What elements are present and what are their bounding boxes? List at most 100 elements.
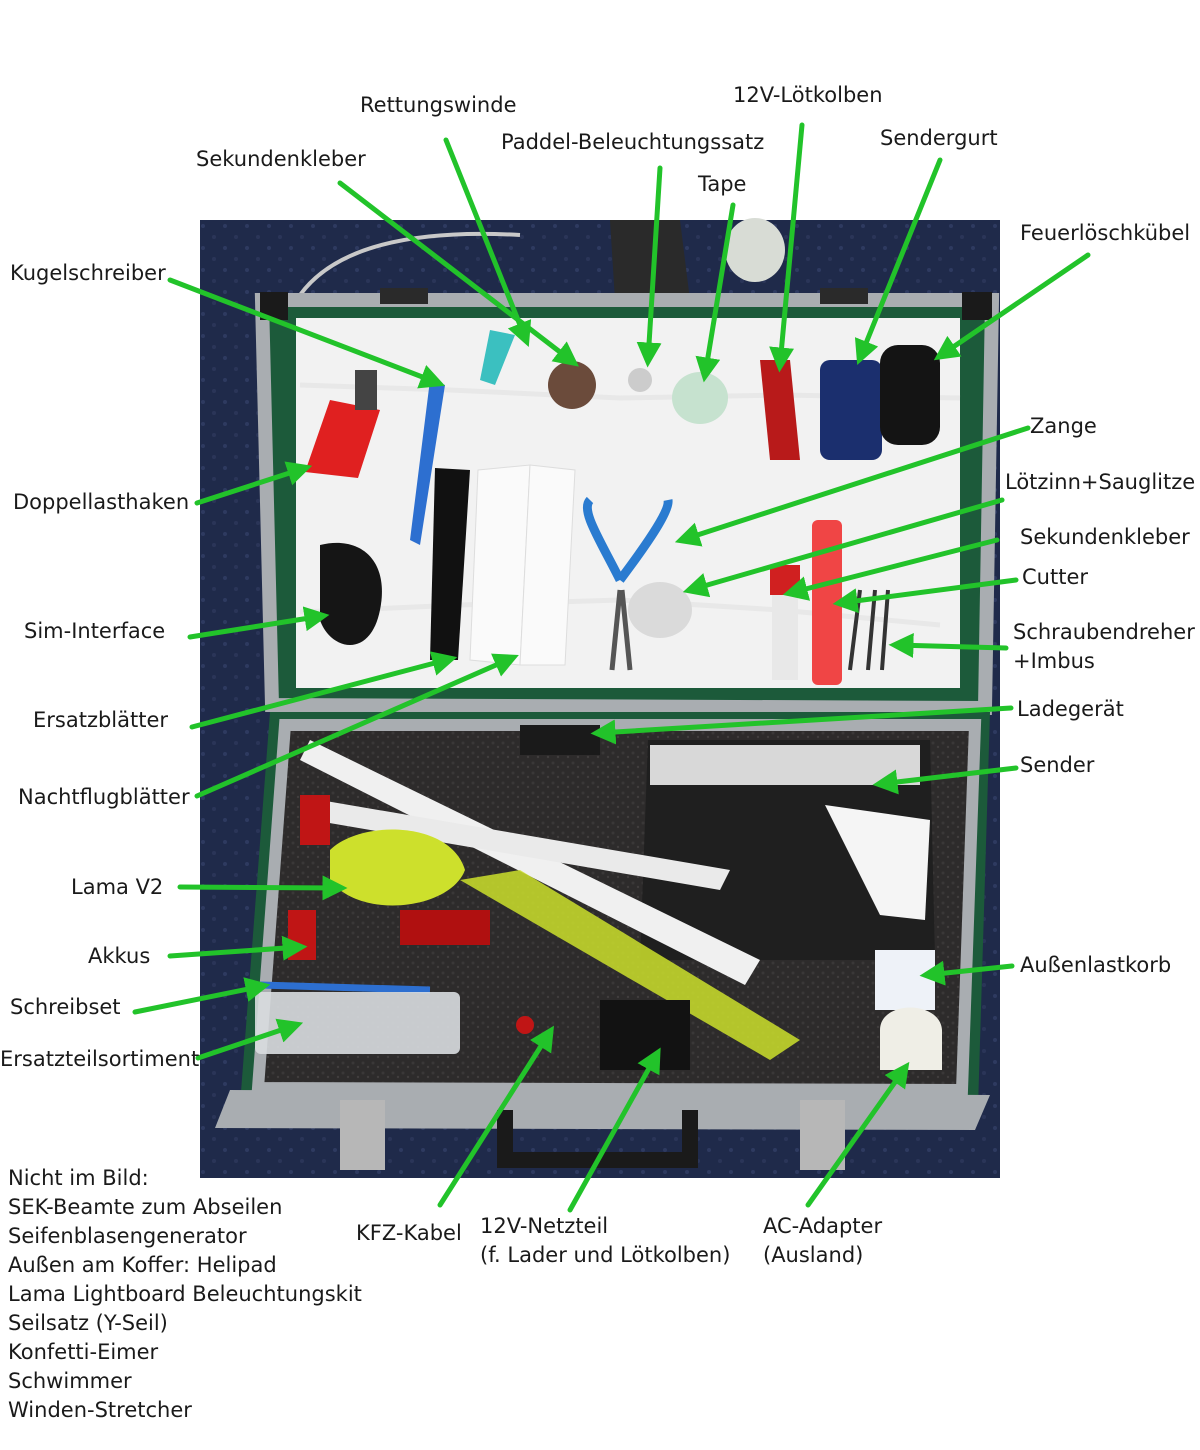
- lamp-stand: [610, 220, 690, 300]
- label-cutter: Cutter: [1022, 565, 1088, 589]
- arrow-doppellasthaken: [194, 461, 313, 506]
- arrow-netzteil: [567, 1047, 661, 1213]
- cutter-object: [812, 520, 842, 685]
- label-sekundenkleber-right: Sekundenkleber: [1020, 525, 1190, 549]
- arrow-sim-interface: [187, 606, 330, 640]
- akku-object: [300, 795, 330, 845]
- binder-clip: [355, 370, 377, 410]
- arrow-cutter: [832, 577, 1019, 614]
- not-shown-item: Seifenblasengenerator: [8, 1224, 247, 1248]
- not-shown-item: SEK-Beamte zum Abseilen: [8, 1195, 283, 1219]
- arrow-ladegeraet: [590, 705, 1014, 745]
- label-lama-v2: Lama V2: [71, 875, 164, 899]
- kfz-kabel-object: [516, 1016, 534, 1034]
- not-shown-item: Lama Lightboard Beleuchtungskit: [8, 1282, 362, 1306]
- label-zange: Zange: [1030, 414, 1097, 438]
- label-ac-adapter: AC-Adapter (Ausland): [763, 1214, 883, 1268]
- rotor-blade: [300, 740, 760, 985]
- label-loetzinn-sauglitze: Lötzinn+Sauglitze: [1005, 470, 1196, 494]
- doppellasthaken-object: [305, 400, 380, 478]
- not-shown-item: Schwimmer: [8, 1369, 132, 1393]
- not-shown-heading: Nicht im Bild:: [8, 1166, 149, 1190]
- label-kfz-kabel: KFZ-Kabel: [356, 1221, 462, 1245]
- strap-object: [825, 805, 930, 920]
- lama-v2-tail: [460, 870, 800, 1060]
- arrow-kugelschreiber: [167, 277, 446, 389]
- sekundenkleber-object: [480, 330, 515, 385]
- arrow-loetkolben: [769, 122, 805, 373]
- label-tape: Tape: [698, 172, 747, 196]
- label-paddel-beleuchtungssatz: Paddel-Beleuchtungssatz: [501, 130, 765, 154]
- arrow-ac-adapter: [805, 1061, 910, 1208]
- aussenlastkorb-object: [875, 950, 935, 1010]
- label-sendergurt: Sendergurt: [880, 126, 998, 150]
- label-12v-loetkolben: 12V-Lötkolben: [733, 83, 883, 107]
- arrow-ersatzblaetter: [189, 651, 458, 730]
- rotor-blade: [312, 800, 730, 890]
- arrow-aussenlastkorb: [919, 960, 1015, 986]
- label-12v-netzteil: 12V-Netzteil (f. Lader und Lötkolben): [480, 1214, 731, 1268]
- arrow-rettungswinde: [443, 137, 532, 347]
- label-akkus: Akkus: [88, 944, 151, 968]
- not-shown-item: Konfetti-Eimer: [8, 1340, 159, 1364]
- kugelschreiber-object: [410, 380, 445, 545]
- rettungswinde-object: [548, 361, 596, 409]
- label-sekundenkleber-top: Sekundenkleber: [196, 147, 366, 171]
- sendergurt-object: [820, 360, 882, 460]
- arrow-ersatzteilsortiment: [195, 1018, 304, 1061]
- arrow-sekundenkleber-right: [782, 537, 1000, 601]
- arrow-paddel: [636, 165, 663, 368]
- latch: [340, 1100, 385, 1170]
- hinge: [820, 288, 868, 304]
- arrow-nachtflugblaetter: [194, 653, 519, 799]
- arrow-kfz-kabel: [437, 1025, 555, 1208]
- arrow-loetzinn: [682, 497, 1005, 598]
- arrow-sekundenkleber-top: [337, 180, 579, 367]
- ladegeraet-object: [520, 725, 600, 755]
- label-schraubendreher-imbus: Schraubendreher +Imbus: [1013, 620, 1195, 674]
- tape-object: [672, 372, 728, 424]
- label-doppellasthaken: Doppellasthaken: [13, 490, 190, 514]
- not-shown-item: Winden-Stretcher: [8, 1398, 192, 1422]
- sim-interface-object: [320, 542, 382, 645]
- loetzinn-object: [628, 582, 692, 638]
- sender-object: [640, 740, 935, 960]
- label-nachtflugblaetter: Nachtflugblätter: [18, 785, 190, 809]
- label-kugelschreiber: Kugelschreiber: [10, 261, 166, 285]
- zange-object: [582, 496, 673, 583]
- label-rettungswinde: Rettungswinde: [360, 93, 517, 117]
- netzteil-object: [600, 1000, 690, 1070]
- schreibset-object: [259, 981, 431, 994]
- label-aussenlastkorb: Außenlastkorb: [1020, 953, 1172, 977]
- lid-corner: [962, 292, 992, 320]
- paddel-object: [628, 368, 652, 392]
- case-base: [215, 712, 990, 1170]
- leader-arrows: [132, 122, 1091, 1213]
- base-frame: [215, 1090, 990, 1130]
- not-shown-item: Außen am Koffer: Helipad: [8, 1253, 277, 1277]
- arrow-feuerloeschkuebel: [933, 252, 1091, 361]
- case-lid: [254, 288, 1000, 716]
- nachtflugblatt-object: [519, 464, 576, 666]
- label-ersatzblaetter: Ersatzblätter: [33, 708, 169, 732]
- lamp-cable: [298, 231, 521, 297]
- label-schreibset: Schreibset: [10, 995, 121, 1019]
- latch: [800, 1100, 845, 1170]
- arrow-lama: [177, 875, 348, 901]
- ac-adapter-object: [880, 1007, 942, 1070]
- lama-v2-body: [330, 829, 465, 906]
- arrow-zange: [674, 425, 1031, 547]
- not-shown-list: Nicht im Bild: SEK-Beamte zum Abseilen S…: [8, 1164, 362, 1425]
- desk-lamp: [725, 218, 785, 282]
- label-ladegeraet: Ladegerät: [1017, 697, 1124, 721]
- loetkolben-object: [760, 360, 800, 460]
- feuerloeschkuebel-object: [880, 345, 940, 445]
- label-sim-interface: Sim-Interface: [24, 619, 166, 643]
- hinge: [380, 288, 428, 304]
- label-feuerloeschkuebel: Feuerlöschkübel: [1020, 221, 1191, 245]
- arrow-sender: [872, 765, 1019, 795]
- arrow-schraubendreher: [888, 632, 1009, 658]
- arrow-tape: [695, 202, 736, 383]
- label-sender: Sender: [1020, 753, 1095, 777]
